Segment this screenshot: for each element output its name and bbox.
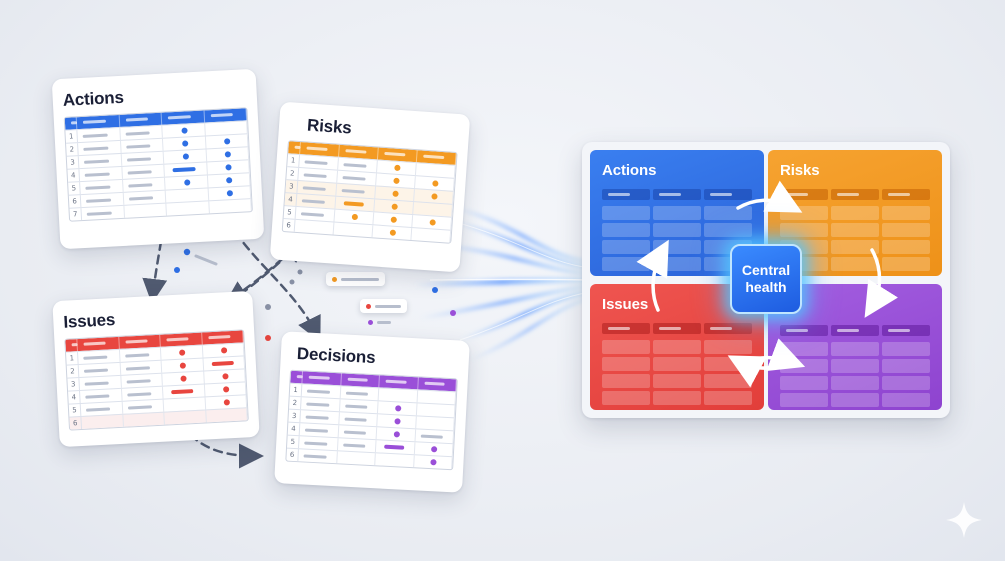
actions-sheet-title: Actions: [62, 87, 125, 110]
board-quadrant-actions[interactable]: Actions: [590, 150, 764, 276]
board-quadrant-risks[interactable]: Risks: [768, 150, 942, 276]
risks-sheet-title: Risks: [306, 115, 353, 138]
board-decisions-label: [780, 296, 930, 315]
board-risks-label: Risks: [780, 162, 820, 179]
risks-sheet[interactable]: Risks 1 2 3 4 5 6: [269, 101, 471, 273]
actions-sheet[interactable]: Actions 1 2 3 4 5 6 7: [51, 68, 265, 250]
floating-chip-risk: [326, 272, 385, 286]
actions-grid: 1 2 3 4 5 6 7: [63, 107, 253, 222]
sparkle-icon: [946, 502, 982, 538]
risks-grid: 1 2 3 4 5 6: [281, 140, 458, 244]
decisions-sheet-title: Decisions: [296, 344, 376, 368]
board-issues-label: Issues: [602, 296, 649, 313]
decisions-grid: 1 2 3 4 5 6: [285, 369, 458, 471]
board-actions-label: Actions: [602, 162, 657, 179]
issues-grid: 1 2 3 4 5 6: [64, 329, 249, 431]
central-health-label: Central health: [741, 262, 791, 295]
decisions-sheet[interactable]: Decisions 1 2 3 4 5 6: [274, 331, 470, 493]
issues-sheet-title: Issues: [62, 310, 116, 332]
issues-sheet[interactable]: Issues 1 2 3 4 5 6: [52, 290, 260, 448]
floating-chip-issue: [360, 299, 407, 313]
central-health-hub[interactable]: Central health: [730, 244, 802, 314]
floating-chip-decision: [362, 315, 397, 329]
